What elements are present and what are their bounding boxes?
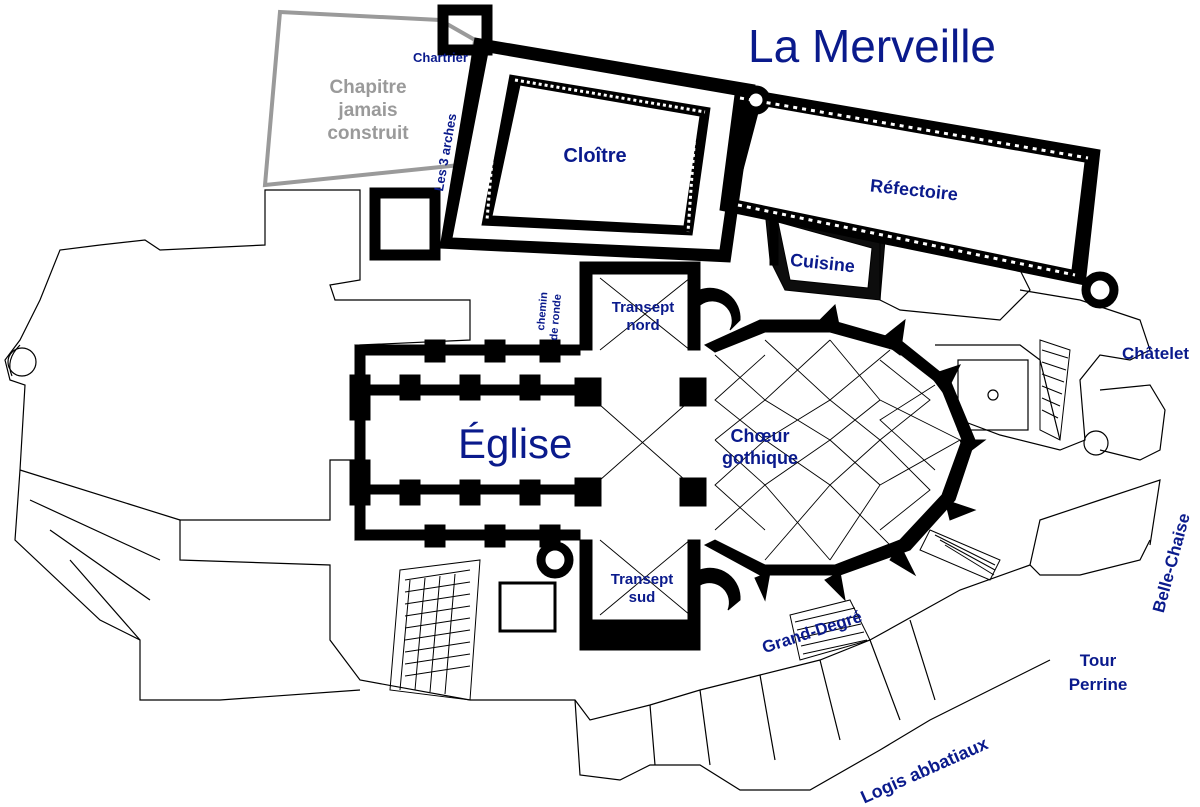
chartrier-label: Chartrier [413, 50, 468, 65]
wall-crenellation [737, 96, 1089, 277]
outer-terrace-outline [4, 189, 1166, 791]
eglise-label: Église [458, 420, 573, 467]
chatelet-label: Châtelet [1122, 344, 1190, 363]
transept-nord-line1-label: Transept [611, 299, 675, 316]
cloister-colonnade [485, 78, 706, 240]
tour-perrine-line1-label: Tour [1079, 651, 1117, 670]
stair-hatching [389, 339, 1071, 701]
la-merveille-label: La Merveille [748, 20, 996, 72]
chapitre-line3-label: construit [327, 123, 409, 144]
chapitre-line1-label: Chapitre [329, 77, 407, 98]
transept-sud-line2-label: sud [628, 589, 656, 606]
transept-sud-line1-label: Transept [610, 571, 674, 588]
vault-ribs [370, 277, 961, 616]
cloitre-label: Cloître [563, 145, 627, 167]
transept-nord-line2-label: nord [626, 317, 660, 334]
chapitre-line2-label: jamais [338, 100, 398, 121]
choeur-line2-label: gothique [722, 448, 798, 468]
choeur-line1-label: Chœur [730, 426, 790, 446]
tour-perrine-line2-label: Perrine [1068, 675, 1128, 694]
walls [349, 4, 1119, 651]
